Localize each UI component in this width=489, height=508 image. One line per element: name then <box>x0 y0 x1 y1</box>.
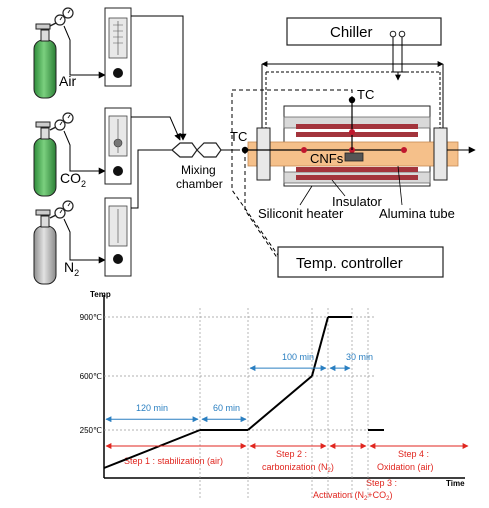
regulator-air <box>49 7 106 79</box>
temp-controller: Temp. controller <box>277 246 444 278</box>
regulator-n2 <box>49 200 106 264</box>
tube-furnace: TC TC CNFs Insulator Siliconit heater Al… <box>230 87 476 221</box>
regulator-co2 <box>49 112 106 175</box>
gas-label-air: Air <box>59 73 76 89</box>
temp-controller-label: Temp. controller <box>296 255 403 272</box>
heater-bar <box>296 124 418 129</box>
chiller-label: Chiller <box>330 24 373 41</box>
heater-bar <box>296 132 418 137</box>
duration-label: 60 min <box>213 403 240 413</box>
chiller: Chiller <box>286 17 442 46</box>
tc-left-label: TC <box>230 129 247 144</box>
mixing-label-line2: chamber <box>176 177 223 191</box>
gas-cylinder-co2 <box>33 121 57 197</box>
tc-top-label: TC <box>357 87 374 102</box>
y-tick-600: 600℃ <box>80 372 102 381</box>
insulator-label: Insulator <box>332 194 383 209</box>
y-axis-label: Temp <box>90 290 111 299</box>
gas-line-air: Air <box>33 7 132 99</box>
control-lines <box>231 89 353 263</box>
curve-segment <box>311 316 329 377</box>
heater-bar <box>296 167 418 172</box>
gas-line-n2: N2 <box>33 197 132 285</box>
gas-label-co2: CO2 <box>60 170 86 189</box>
gas-cylinder-air <box>33 23 57 99</box>
step-4-label-line2: Oxidation (air) <box>377 462 434 472</box>
curve-segment <box>103 429 201 469</box>
step-2-label-line1: Step 2 : <box>276 449 307 459</box>
gas-line-co2: CO2 <box>33 107 132 197</box>
step-4-label-line1: Step 4 : <box>398 449 429 459</box>
tube-label: Alumina tube <box>379 206 455 221</box>
flowmeter-co2 <box>104 107 132 185</box>
cnfs-label: CNFs <box>310 151 344 166</box>
sample-boat <box>344 152 364 162</box>
mixing-chamber: Mixing chamber <box>171 142 240 191</box>
flowmeter-air <box>104 7 132 87</box>
duration-label: 30 min <box>346 352 373 362</box>
heater-bar <box>296 175 418 180</box>
x-axis-label: Time <box>446 479 465 488</box>
duration-label: 120 min <box>136 403 168 413</box>
y-tick-900: 900℃ <box>80 313 102 322</box>
step-2-label-line2: carbonization (N2) <box>262 462 334 474</box>
curve-segment <box>247 375 313 431</box>
mixing-label-line1: Mixing <box>181 163 216 177</box>
gas-cylinder-n2 <box>33 209 57 285</box>
gas-feed-lines <box>131 15 187 209</box>
step-3-label-line1: Step 3 : <box>366 478 397 488</box>
step-1-label: Step 1 : stabilization (air) <box>124 456 223 466</box>
temperature-profile-chart: Temp Time 900℃ 600℃ 250℃ 120 min 60 min … <box>80 290 469 502</box>
tube-flange-right <box>433 127 448 181</box>
heater-label: Siliconit heater <box>258 206 344 221</box>
cooling-lines <box>261 37 444 128</box>
flowmeter-n2 <box>104 197 132 277</box>
step-3-label-line2: Activation (N2+CO2) <box>313 490 392 502</box>
y-tick-250: 250℃ <box>80 426 102 435</box>
duration-label: 100 min <box>282 352 314 362</box>
tube-flange-left <box>256 127 271 181</box>
gas-label-n2: N2 <box>64 259 79 278</box>
